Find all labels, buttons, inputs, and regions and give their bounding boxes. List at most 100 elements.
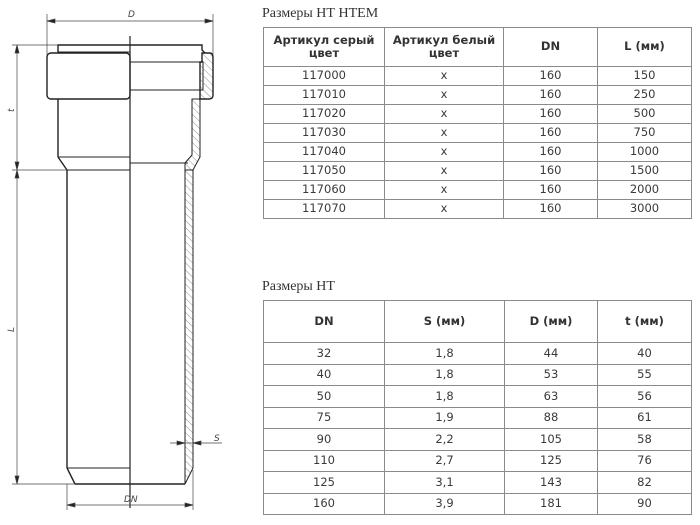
cell: 1,8 [384,363,505,386]
cell: 500 [597,104,692,124]
table-htem-title: Размеры НТ НТЕМ [262,6,379,21]
header-dn: DN [503,27,598,67]
cell: 3,1 [384,471,505,494]
cell: 160 [503,85,598,105]
cell: 1,9 [384,406,505,429]
cell: 160 [503,104,598,124]
cell: 125 [263,471,385,494]
cell: 125 [504,449,598,472]
cell: 55 [597,363,692,386]
cell: 88 [504,406,598,429]
label-t: t [7,108,17,112]
cell: 117030 [263,123,385,143]
cell: 117010 [263,85,385,105]
header-wall-thickness: S (мм) [384,300,505,343]
cell: x [384,104,504,124]
cell: 105 [504,428,598,451]
cell: 117020 [263,104,385,124]
cell: 40 [597,342,692,365]
cell: 250 [597,85,692,105]
cell: x [384,199,504,219]
cell: 56 [597,385,692,408]
cell: 90 [597,492,692,515]
cell: 44 [504,342,598,365]
cell: x [384,142,504,162]
cell: 117060 [263,180,385,200]
cell: 160 [503,180,598,200]
cell: 143 [504,471,598,494]
table-header-row: DN S (мм) D (мм) t (мм) [263,300,692,343]
header-dn: DN [263,300,385,343]
header-outer-diameter: D (мм) [504,300,598,343]
label-dn: DN [124,495,138,505]
cell: 3,9 [384,492,505,515]
cell: 2,7 [384,449,505,472]
table-htem: Артикул серый цвет Артикул белый цвет DN… [263,27,692,219]
cell: 117040 [263,142,385,162]
cell: 1,8 [384,342,505,365]
cell: x [384,123,504,143]
cell: 75 [263,406,385,429]
cell: 110 [263,449,385,472]
cell: 1,8 [384,385,505,408]
cell: 750 [597,123,692,143]
cell: 160 [503,66,598,86]
cell: 160 [503,123,598,143]
cell: 160 [263,492,385,515]
cell: 32 [263,342,385,365]
cell: 50 [263,385,385,408]
label-s: S [214,434,220,444]
header-article-grey: Артикул серый цвет [263,27,385,67]
cell: 90 [263,428,385,451]
dimension-d [46,14,214,55]
cell: 82 [597,471,692,494]
table-ht-title: Размеры НТ [262,279,335,294]
cell: 40 [263,363,385,386]
cell: 160 [503,199,598,219]
cell: 160 [503,142,598,162]
cell: 117000 [263,66,385,86]
header-socket-depth: t (мм) [597,300,692,343]
cell: 2000 [597,180,692,200]
header-length: L (мм) [597,27,692,67]
header-article-white: Артикул белый цвет [384,27,504,67]
cell: 58 [597,428,692,451]
cell: 63 [504,385,598,408]
cell: 2,2 [384,428,505,451]
label-d: D [128,10,135,20]
cell: 53 [504,363,598,386]
cell: 1000 [597,142,692,162]
label-l: L [7,327,17,332]
cell: 181 [504,492,598,515]
cell: x [384,180,504,200]
cell: 160 [503,161,598,181]
cell: x [384,161,504,181]
cell: x [384,66,504,86]
cell: 61 [597,406,692,429]
table-header-row: Артикул серый цвет Артикул белый цвет DN… [263,27,692,67]
cell: 117070 [263,199,385,219]
cell: 150 [597,66,692,86]
cell: 117050 [263,161,385,181]
pipe-technical-drawing: D t L S DN [0,0,250,525]
cell: 3000 [597,199,692,219]
cell: 76 [597,449,692,472]
cell: 1500 [597,161,692,181]
